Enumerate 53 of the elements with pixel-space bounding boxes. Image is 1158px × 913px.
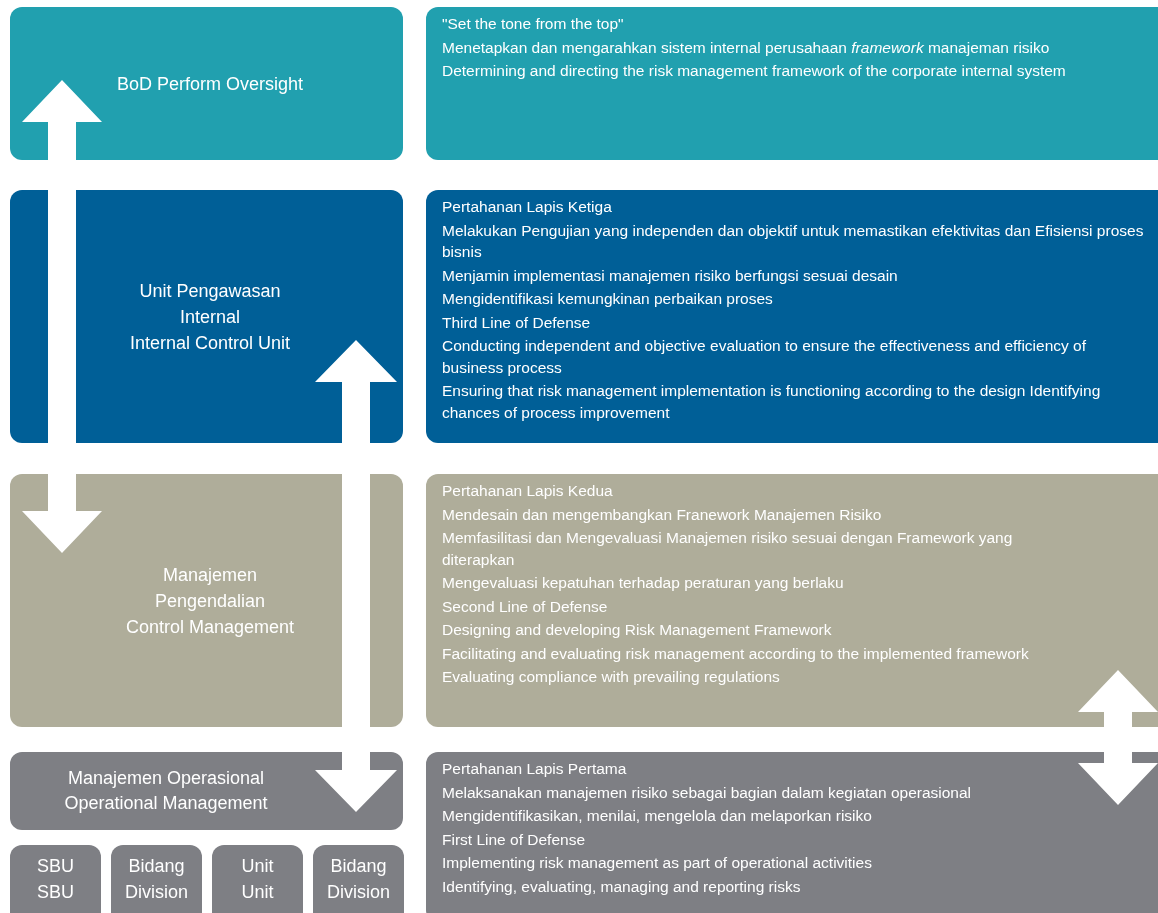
heading-text: Pertahanan Lapis Ketiga	[442, 197, 613, 217]
box-subtitle: Control Management	[124, 615, 296, 639]
unit-box	[111, 845, 202, 913]
body-text: Melaksanakan manajemen risiko sebagai bagian dalam kegiatan operasional	[442, 782, 973, 803]
body-text: Mengidentifikasi kemungkinan perbaikan proses	[442, 289, 774, 309]
body-text: Identifying, evaluating, managing and reporting risks	[442, 876, 802, 897]
body-text: First Line of Defense	[442, 829, 586, 850]
unit-box	[212, 845, 303, 913]
body-text: Second Line of Defense	[442, 596, 609, 617]
role-box	[10, 752, 403, 830]
body-text: Conducting independent and objective evaluation to ensure the effectiveness and efficiency of business process	[442, 336, 1087, 378]
double-arrow	[1078, 670, 1158, 805]
box-title: SBU	[36, 855, 75, 878]
body-text: Determining and directing the risk management framework of the corporate internal system	[442, 61, 1067, 81]
heading-text: Pertahanan Lapis Pertama	[442, 759, 628, 779]
box-subtitle: Division	[124, 881, 189, 904]
body-text: Implementing risk management as part of operational activities	[442, 853, 873, 873]
description-panel	[426, 7, 1158, 160]
box-title: Bidang	[329, 855, 388, 878]
heading-text: Pertahanan Lapis Kedua	[442, 481, 614, 501]
box-title: Manajemen Operasional	[66, 767, 266, 790]
heading-text: "Set the tone from the top"	[442, 14, 625, 34]
body-text: Mengevaluasi kepatuhan terhadap peraturan yang berlaku	[442, 573, 845, 593]
unit-box	[313, 845, 404, 913]
body-text: Mendesain dan mengembangkan Franework Manajemen Risiko	[442, 504, 883, 525]
unit-box	[10, 845, 101, 913]
description-panel	[426, 190, 1158, 443]
body-text: Third Line of Defense	[442, 312, 592, 333]
role-box	[10, 7, 403, 160]
box-subtitle: Division	[326, 881, 391, 904]
box-subtitle: SBU	[36, 881, 75, 904]
box-subtitle: Operational Management	[63, 792, 269, 815]
body-text: Designing and developing Risk Management Framework	[442, 620, 833, 640]
description-panel	[426, 752, 1158, 913]
role-box	[10, 474, 403, 727]
box-subtitle: Unit	[240, 881, 275, 904]
box-title: Unit	[240, 855, 275, 878]
box-title: Unit Pengawasan Internal	[138, 279, 282, 329]
description-panel	[426, 474, 1158, 727]
double-arrow	[315, 340, 397, 812]
double-arrow	[22, 80, 102, 553]
body-text: Evaluating compliance with prevailing regulations	[442, 667, 781, 687]
body-text: Facilitating and evaluating risk management according to the implemented framework	[442, 643, 1030, 664]
body-text: Menjamin implementasi manajemen risiko berfungsi sesuai desain	[442, 265, 899, 286]
body-text: Melakukan Pengujian yang independen dan objektif untuk memastikan efektivitas dan Efisiensi proses bisnis	[442, 220, 1145, 262]
body-text: Menetapkan dan mengarahkan sistem internal perusahaan framework manajeman risiko	[442, 37, 1051, 58]
body-text: Memfasilitasi dan Mengevaluasi Manajemen risiko sesuai dengan Framework yang diterapkan	[442, 528, 1014, 570]
box-title: Manajemen Pengendalian	[153, 563, 267, 613]
box-title: BoD Perform Oversight	[115, 72, 305, 96]
box-title: Bidang	[127, 855, 186, 878]
box-subtitle: Internal Control Unit	[128, 331, 292, 355]
body-text: Ensuring that risk management implementation is functioning according to the design Identifying chances of process improvement	[442, 381, 1102, 423]
body-text: Mengidentifikasikan, menilai, mengelola dan melaporkan risiko	[442, 806, 873, 826]
